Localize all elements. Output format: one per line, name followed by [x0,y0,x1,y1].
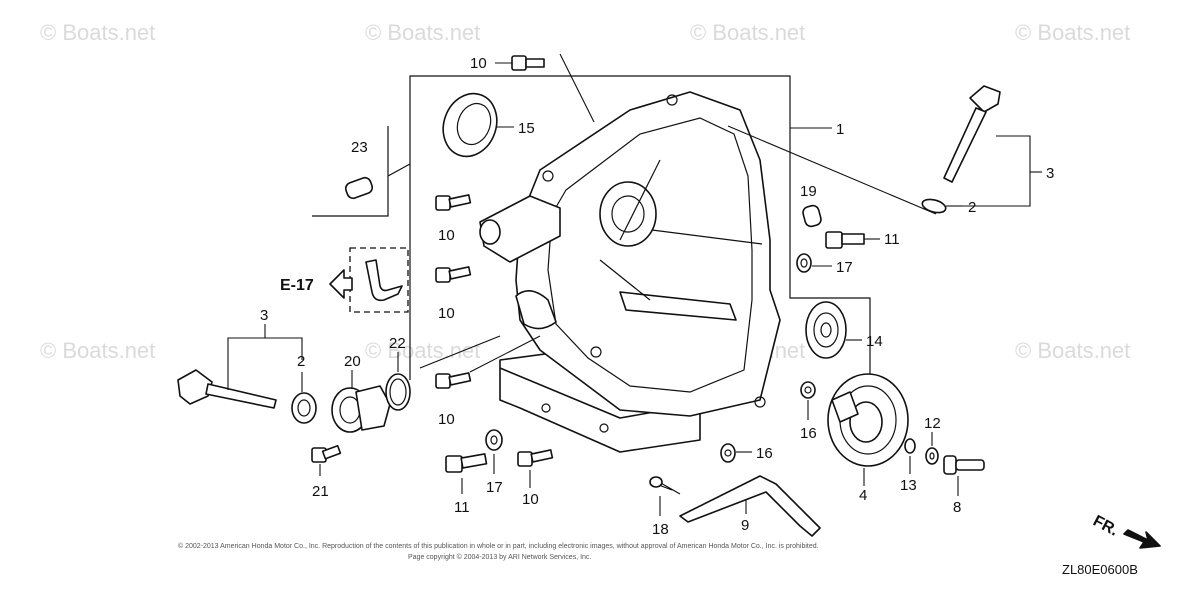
oil-filler-20 [311,335,501,476]
watermark-group: © Boats.net © Boats.net © Boats.net © Bo… [40,20,1130,363]
watermark: © Boats.net [690,20,805,45]
callout-2: 2 [968,199,976,216]
front-arrow-icon [1123,529,1161,549]
callout-14: 14 [866,333,883,350]
bottom-fasteners [445,429,554,494]
callout-23: 23 [351,139,368,156]
cover-inner-frame [547,117,753,393]
direction-label: FR. [1090,513,1121,540]
e17-reference-inset: E-17 [280,247,409,313]
callout-16: 16 [800,425,817,442]
callout-11: 11 [884,231,900,248]
callout-16: 16 [756,445,773,462]
callout-18: 18 [652,521,669,538]
ref-arrow-icon [329,269,353,299]
callout-22: 22 [389,335,406,352]
governor-shaft-9 [649,475,821,537]
callout-9: 9 [741,517,749,534]
ref-label: E-17 [280,277,314,294]
watermark: © Boats.net [365,20,480,45]
callout-10: 10 [470,55,487,72]
watermark: © Boats.net [40,20,155,45]
right-upper-parts [727,125,937,359]
bolts-10-left [435,194,541,389]
part-23-inset [312,126,411,217]
callout-3: 3 [260,307,268,324]
filler-boss [515,290,557,330]
crankcase-cover [479,91,781,453]
watermark: © Boats.net [365,338,480,363]
callout-10: 10 [522,491,539,508]
callout-2: 2 [297,353,305,370]
callout-21: 21 [312,483,329,500]
oil-seal-15 [442,92,514,158]
drawing-code: ZL80E0600B [1062,562,1138,577]
callout-10: 10 [438,411,455,428]
breather-boss [479,195,561,263]
watermark: © Boats.net [1015,338,1130,363]
watermark: © Boats.net [1015,20,1130,45]
callout-1: 1 [836,121,844,138]
callout-19: 19 [800,183,817,200]
callout-labels: 10 15 23 10 10 10 1 3 2 19 11 17 14 3 2 … [260,55,1054,538]
bolt-10-top [495,53,595,123]
assembly-boundary [409,75,871,380]
callout-10: 10 [438,227,455,244]
dipstick-left [177,324,317,424]
callout-20: 20 [344,353,361,370]
front-direction-indicator: FR. [1090,513,1161,549]
callout-4: 4 [859,487,867,504]
dipstick-right [921,85,1042,214]
callout-17: 17 [486,479,503,496]
bearing-boss [599,181,657,247]
governor-gear-4 [720,373,985,496]
callout-13: 13 [900,477,917,494]
callout-11: 11 [454,499,470,516]
callout-3: 3 [1046,165,1054,182]
callout-10: 10 [438,305,455,322]
copyright-line-1: © 2002-2013 American Honda Motor Co., In… [178,542,819,550]
callout-8: 8 [953,499,961,516]
breather-tube [365,259,403,302]
callout-17: 17 [836,259,853,276]
watermark: © Boats.net [40,338,155,363]
copyright-line-2: Page copyright © 2004-2013 by ARI Networ… [408,553,591,561]
callout-12: 12 [924,415,941,432]
callout-15: 15 [518,120,535,137]
